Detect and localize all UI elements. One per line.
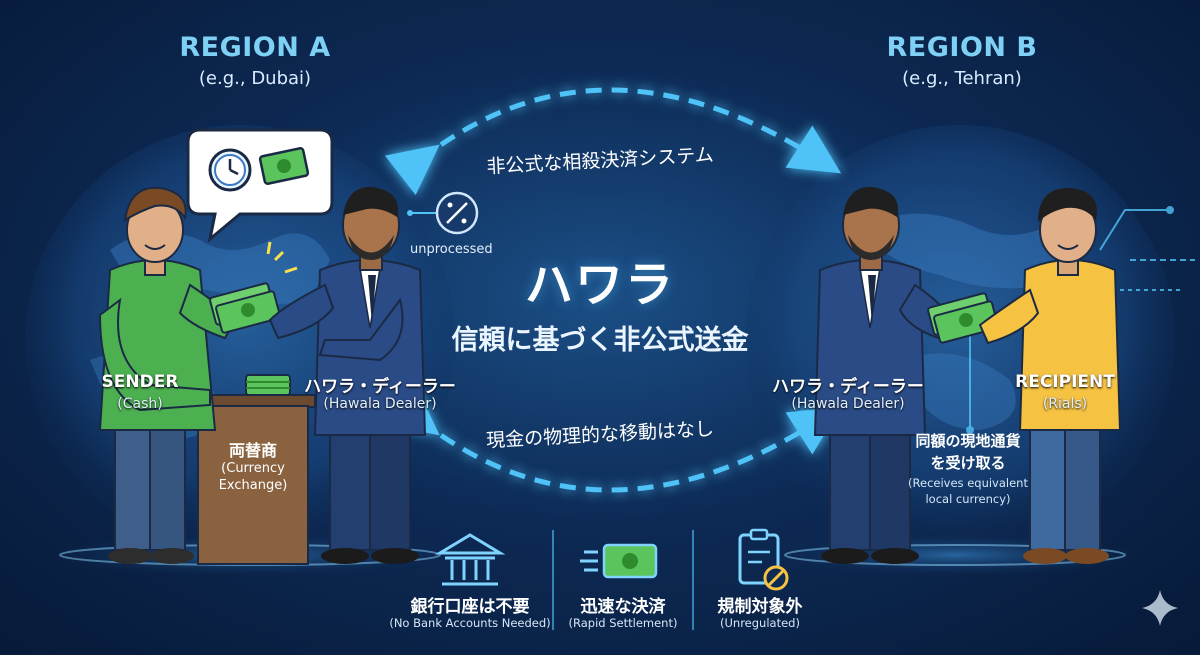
clock-icon <box>208 148 252 192</box>
dealer-a-label: ハワラ・ディーラー <box>304 377 456 397</box>
exchange-desk-label: 両替商 <box>228 441 277 460</box>
receives-sub-1: (Receives equivalent <box>908 476 1028 490</box>
bank-icon <box>434 533 506 586</box>
exchange-desk-sub-1: (Currency <box>221 461 285 476</box>
cash-stack-right <box>927 292 999 344</box>
center-subtitle: 信頼に基づく非公式送金 <box>451 325 749 356</box>
money-icon <box>580 543 658 579</box>
region-a-subtitle: (e.g., Dubai) <box>198 68 312 89</box>
region-b-title: REGION B <box>886 32 1038 63</box>
bottom-arc-arrow <box>384 384 842 493</box>
sender-figure <box>98 186 237 564</box>
dealer-a-figure <box>268 186 427 564</box>
feature-label-unregulated: 規制対象外 <box>717 597 803 617</box>
feature-sub-unregulated: (Unregulated) <box>720 616 800 630</box>
sender-label: SENDER <box>101 372 179 392</box>
unprocessed-label: unprocessed <box>410 242 493 257</box>
sparkle-icon <box>1142 590 1178 626</box>
circuit-lines <box>966 206 1195 434</box>
region-b-subtitle: (e.g., Tehran) <box>902 68 1022 89</box>
center-title: ハワラ <box>524 257 675 313</box>
unprocessed-icon <box>407 191 479 235</box>
region-a-title: REGION A <box>179 32 331 63</box>
receives-sub-2: local currency) <box>925 492 1011 506</box>
recipient-sub: (Rials) <box>1042 396 1088 412</box>
cash-stack-left <box>209 241 298 334</box>
speech-bubble <box>186 128 334 243</box>
dealer-b-label: ハワラ・ディーラー <box>772 377 924 397</box>
exchange-desk-sub-2: Exchange) <box>218 478 288 493</box>
dealer-b-sub: (Hawala Dealer) <box>791 396 905 412</box>
receives-line-1: 同額の現地通貨 <box>915 432 1021 450</box>
sender-sub: (Cash) <box>117 396 163 412</box>
dealer-a-sub: (Hawala Dealer) <box>323 396 437 412</box>
feature-sub-no-bank: (No Bank Accounts Needed) <box>389 616 551 630</box>
recipient-label: RECIPIENT <box>1015 372 1115 392</box>
exchange-desk <box>189 374 316 565</box>
receives-line-2: を受け取る <box>930 454 1006 472</box>
feature-label-rapid: 迅速な決済 <box>580 597 666 617</box>
cash-icon <box>258 147 310 185</box>
clipboard-no-icon <box>738 528 789 591</box>
top-arc-arrow <box>384 87 842 196</box>
recipient-figure <box>978 187 1122 564</box>
feature-sub-rapid: (Rapid Settlement) <box>568 616 678 630</box>
feature-label-no-bank: 銀行口座は不要 <box>410 597 530 617</box>
